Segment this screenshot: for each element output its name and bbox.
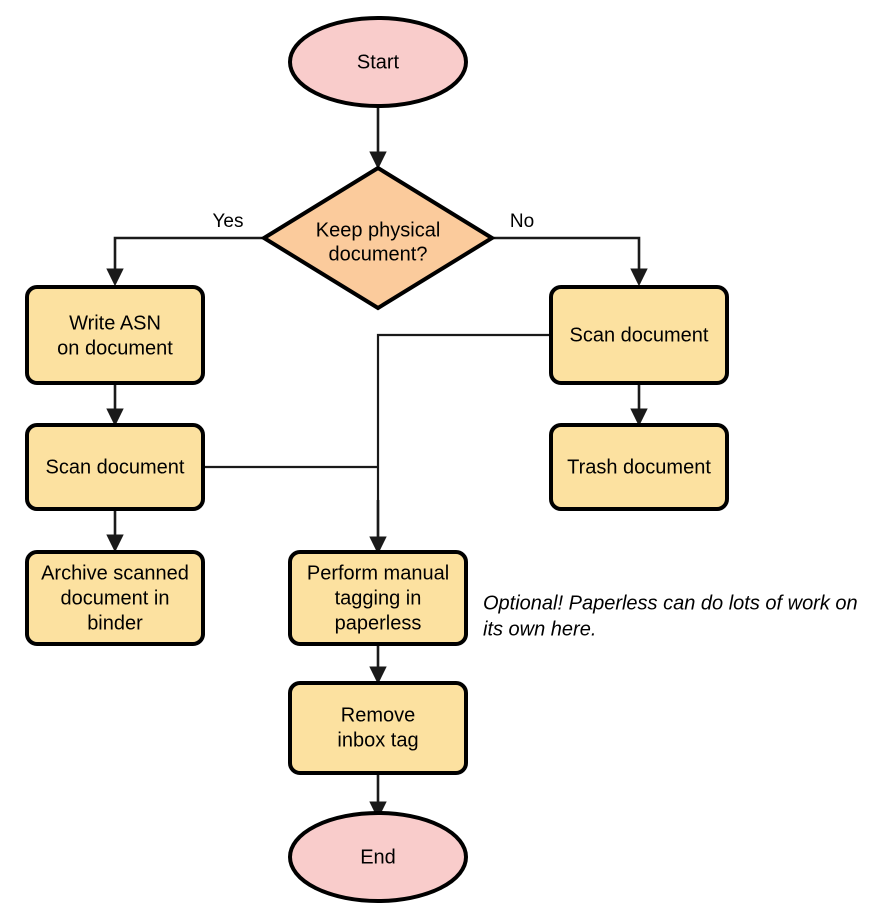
tagging-box: [288, 550, 468, 646]
decision-diamond: [260, 165, 496, 311]
edge-yes-to-write-asn: [106, 236, 264, 287]
tagging-label-line1: Perform manual: [307, 562, 449, 584]
tagging-label-line3: paperless: [335, 612, 422, 634]
optional-note: Optional! Paperless can do lots of work …: [483, 592, 858, 640]
start-ellipse: [288, 16, 468, 108]
decision-label-line1: Keep physical: [316, 219, 441, 241]
write-asn-box: [25, 285, 205, 385]
write-asn-label-line2: on document: [57, 337, 173, 359]
edge-label-yes: Yes: [213, 211, 244, 232]
edge-no-to-scan-right: [492, 236, 648, 287]
scan-document-right-box: [549, 285, 729, 385]
remove-inbox-label-line2: inbox tag: [337, 729, 418, 751]
optional-note-line2: its own here.: [483, 618, 596, 640]
node-trash-document[interactable]: Trash document: [549, 423, 729, 511]
start-label: Start: [357, 51, 400, 73]
node-decision-keep-physical-document[interactable]: Keep physical document?: [260, 165, 496, 311]
node-remove-inbox-tag[interactable]: Remove inbox tag: [288, 681, 468, 775]
remove-inbox-tag-box: [288, 681, 468, 775]
node-scan-document-right[interactable]: Scan document: [549, 285, 729, 385]
end-ellipse: [288, 811, 468, 903]
node-write-asn-on-document[interactable]: Write ASN on document: [25, 285, 205, 385]
archive-label-line1: Archive scanned: [41, 562, 189, 584]
optional-note-line1: Optional! Paperless can do lots of work …: [483, 592, 858, 614]
scan-document-left-box: [25, 423, 205, 511]
node-archive-scanned-document[interactable]: Archive scanned document in binder: [25, 550, 205, 646]
remove-inbox-label-line1: Remove: [341, 704, 415, 726]
tagging-label-line2: tagging in: [335, 587, 422, 609]
node-end[interactable]: End: [288, 811, 468, 903]
scan-document-left-label: Scan document: [46, 456, 185, 478]
write-asn-label-line1: Write ASN: [69, 312, 161, 334]
archive-label-line2: document in: [61, 587, 170, 609]
decision-label-line2: document?: [329, 243, 428, 265]
node-start[interactable]: Start: [288, 16, 468, 108]
scan-document-right-label: Scan document: [570, 324, 709, 346]
edge-scan-right-to-tagging-trunk: [376, 333, 552, 550]
archive-label-line3: binder: [87, 612, 143, 634]
node-scan-document-left[interactable]: Scan document: [25, 423, 205, 511]
end-label: End: [360, 846, 396, 868]
trash-document-box: [549, 423, 729, 511]
archive-box: [25, 550, 205, 646]
edge-label-no: No: [510, 211, 534, 232]
node-perform-manual-tagging[interactable]: Perform manual tagging in paperless: [288, 550, 468, 646]
trash-document-label: Trash document: [567, 456, 711, 478]
